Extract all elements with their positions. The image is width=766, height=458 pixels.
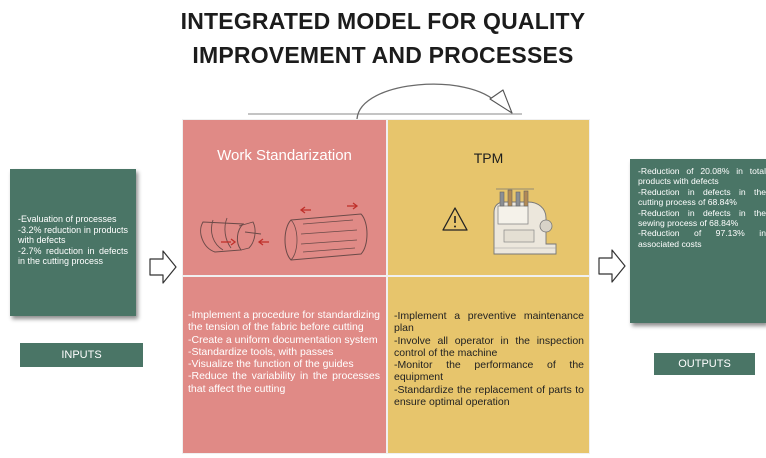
inputs-text: -Evaluation of processes -3.2% reduction…: [18, 214, 128, 266]
diagram-title: INTEGRATED MODEL FOR QUALITY IMPROVEMENT…: [0, 4, 766, 72]
work-standardization-panel: Work Standarization: [182, 119, 387, 276]
work-standardization-actions-text: -Implement a procedure for standardizing…: [188, 309, 381, 395]
fabric-roll-illustration-icon: [200, 202, 368, 261]
sewing-machine-illustration-icon: [493, 188, 557, 255]
tpm-actions-text: -Implement a preventive maintenance plan…: [394, 310, 584, 409]
work-standardization-actions-panel: -Implement a procedure for standardizing…: [182, 276, 387, 454]
tpm-panel: TPM: [387, 119, 590, 276]
inputs-box: -Evaluation of processes -3.2% reduction…: [10, 169, 136, 316]
tpm-actions-panel: -Implement a preventive maintenance plan…: [387, 276, 590, 454]
outputs-text: -Reduction of 20.08% in total products w…: [638, 166, 766, 249]
outputs-label: OUTPUTS: [654, 353, 755, 375]
title-line-1: INTEGRATED MODEL FOR QUALITY: [180, 8, 586, 34]
warning-icon: [442, 207, 468, 231]
arrow-right-icon: [149, 250, 177, 284]
tpm-title: TPM: [473, 150, 504, 166]
work-standardization-title: Work Standarization: [217, 147, 352, 164]
title-line-2: IMPROVEMENT AND PROCESSES: [192, 42, 574, 68]
inputs-label: INPUTS: [20, 343, 143, 367]
outputs-box: -Reduction of 20.08% in total products w…: [630, 159, 766, 323]
arrow-right-icon: [598, 249, 626, 283]
